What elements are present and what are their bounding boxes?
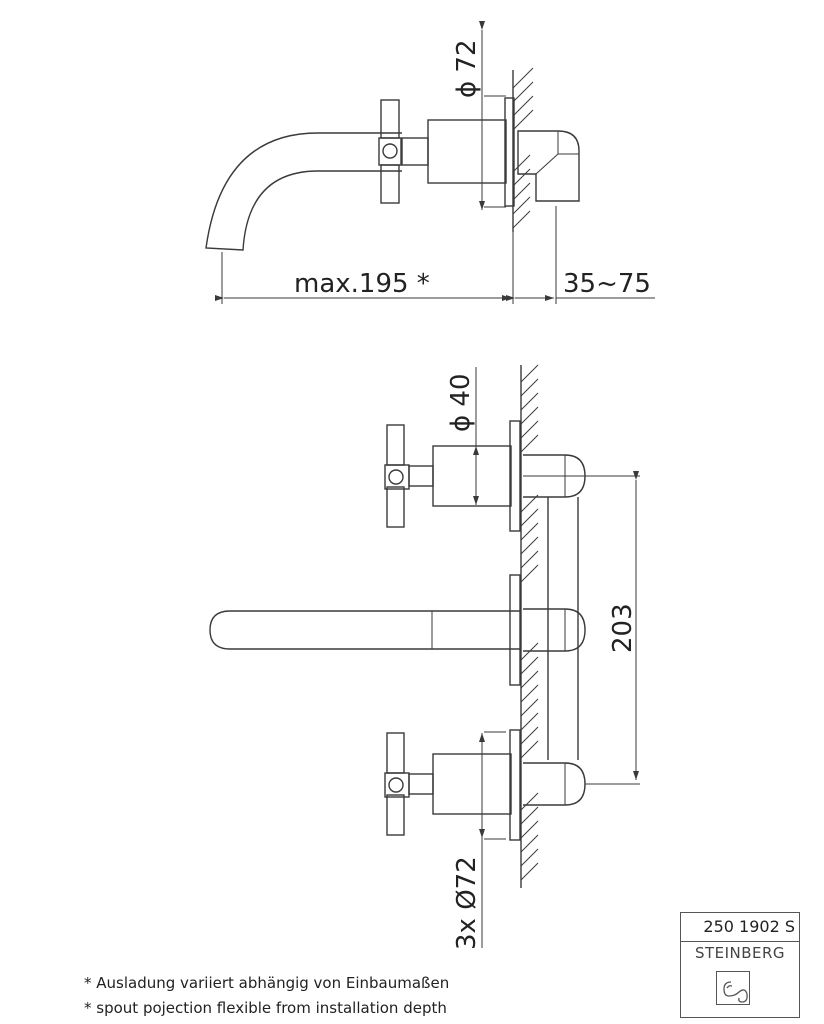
top-view: ϕ 72 max.195 * 35~75 <box>205 21 655 304</box>
note-german: * Ausladung variiert abhängig von Einbau… <box>84 974 450 992</box>
title-block: 250 1902 S STEINBERG <box>680 912 800 1018</box>
diameter-72-label: ϕ 72 <box>452 40 482 99</box>
product-code: 250 1902 S <box>681 913 799 942</box>
wall-hatch-front <box>520 364 539 888</box>
steinberg-logo-icon <box>716 971 750 1005</box>
spacing-203-label: 203 <box>608 603 638 653</box>
cross-handle-top <box>378 99 402 204</box>
wall-hatch-top <box>512 67 534 232</box>
handle-diameter-label: 3x Ø72 <box>452 856 482 950</box>
diameter-40-label: ϕ 40 <box>446 374 476 433</box>
depth-label: 35~75 <box>563 269 651 299</box>
projection-label: max.195 * <box>294 269 430 299</box>
note-english: * spout pojection flexible from installa… <box>84 999 447 1017</box>
brand-name: STEINBERG <box>694 944 786 962</box>
front-view: ϕ 40 3x Ø72 203 <box>209 364 640 950</box>
